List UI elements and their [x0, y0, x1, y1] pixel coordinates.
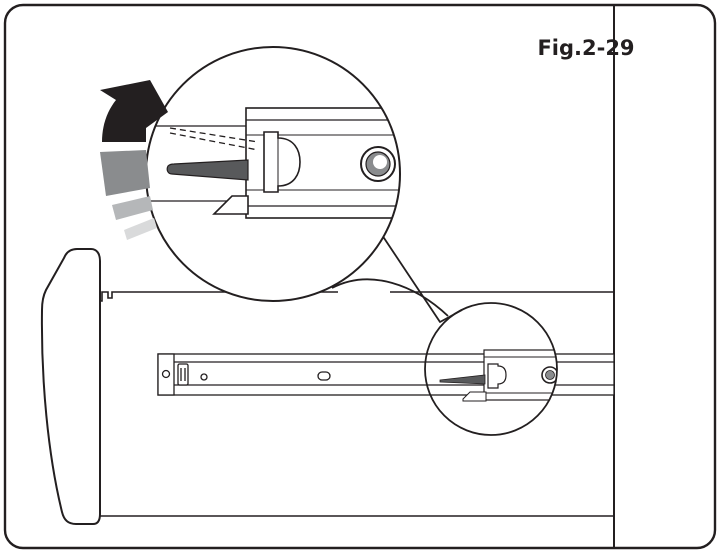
screw-icon — [360, 146, 396, 182]
curved-arrow-icon — [100, 80, 168, 240]
drawer-front — [40, 248, 101, 525]
release-area-highlight — [424, 302, 558, 436]
magnified-detail — [145, 46, 401, 302]
lever-icon — [166, 159, 249, 181]
latch-tab — [263, 131, 301, 193]
detail-circle-small — [424, 302, 558, 436]
lever-raised-outline — [169, 127, 259, 151]
callout-connector — [379, 231, 463, 323]
figure-label: Fig.2-29 — [537, 36, 634, 60]
